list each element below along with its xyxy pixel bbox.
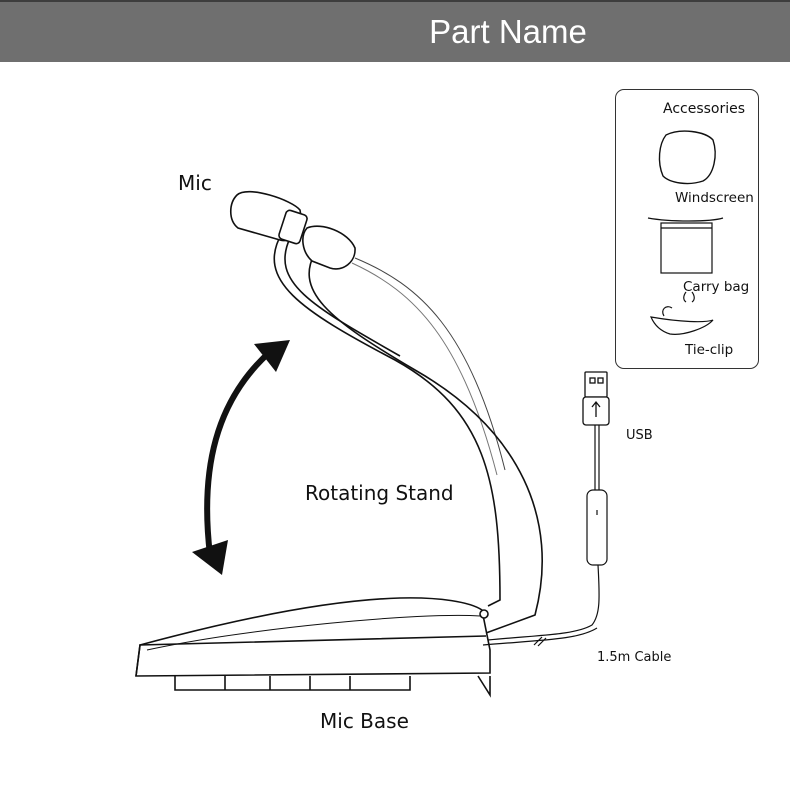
mic-head [229, 190, 356, 270]
rotating-stand-arm [273, 232, 543, 634]
cable-length-label: 1.5m Cable [597, 650, 672, 665]
mic-base-label: Mic Base [320, 709, 409, 733]
mic-label: Mic [178, 171, 212, 195]
accessory-tie-clip-label: Tie-clip [685, 342, 734, 358]
usb-plug [582, 371, 610, 426]
page-title: Part Name [429, 13, 587, 50]
rotation-arrow [192, 340, 290, 575]
mic-base [135, 597, 491, 698]
rotating-stand-label: Rotating Stand [305, 481, 454, 505]
usb-label: USB [626, 428, 653, 443]
header-bar: Part Name [0, 0, 790, 62]
usb-cable [482, 425, 608, 647]
accessory-carry-bag-label: Carry bag [683, 279, 750, 295]
accessories-panel [615, 89, 759, 369]
mic-cable-line [354, 257, 506, 471]
accessories-title: Accessories [663, 101, 746, 117]
accessory-windscreen-label: Windscreen [675, 190, 754, 206]
carry-bag-drawing [647, 217, 724, 274]
tie-clip-drawing [650, 291, 714, 335]
windscreen-drawing [658, 130, 716, 185]
